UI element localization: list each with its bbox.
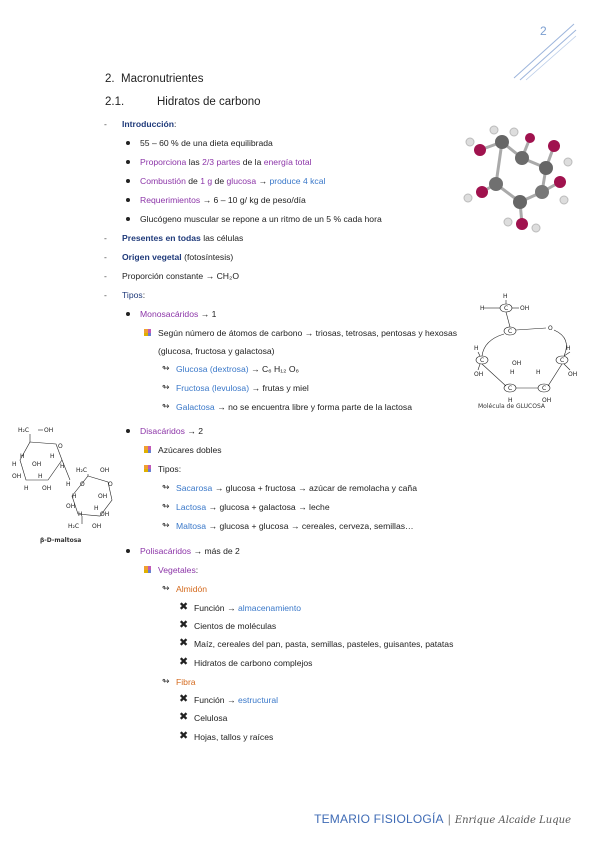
svg-text:H: H [38, 473, 43, 480]
footer: TEMARIO FISIOLOGÍA|Enrique Alcaide Luque [314, 812, 571, 826]
svg-text:OH: OH [32, 461, 41, 468]
list-item: ✖Celulosa [179, 711, 228, 723]
maltose-caption: β-D-maltosa [40, 537, 81, 544]
svg-text:H₂C: H₂C [76, 467, 87, 474]
list-item: 55 – 60 % de una dieta equilibrada [126, 137, 273, 149]
svg-text:C: C [508, 328, 512, 335]
svg-text:H: H [474, 345, 479, 352]
svg-text:H: H [536, 369, 541, 376]
svg-text:OH: OH [12, 473, 21, 480]
svg-text:OH: OH [98, 493, 107, 500]
svg-text:C: C [504, 305, 508, 312]
list-item: Azúcares dobles [144, 444, 222, 456]
svg-text:C: C [480, 357, 484, 364]
corner-decoration [513, 23, 577, 81]
svg-text:H: H [94, 505, 99, 512]
svg-text:C: C [542, 385, 546, 392]
list-item: Tipos: [144, 463, 181, 475]
list-item-polisacaridos: Polisacáridos → más de 2 [126, 545, 240, 557]
footer-author: Enrique Alcaide Luque [454, 815, 571, 826]
glucose-3d-model [463, 125, 573, 233]
list-item: ✖Maíz, cereales del pan, pasta, semillas… [179, 637, 454, 649]
svg-text:H: H [480, 305, 485, 312]
list-item-monosacaridos: Monosacáridos → 1 [126, 308, 216, 320]
dash-item: -Presentes en todas las células [104, 233, 244, 243]
list-item: Vegetales: [144, 564, 198, 576]
svg-text:OH: OH [100, 467, 109, 474]
list-item: ✖Función → almacenamiento [179, 601, 302, 613]
svg-text:OH: OH [568, 371, 577, 378]
svg-text:OH: OH [520, 305, 529, 312]
svg-text:H: H [508, 397, 513, 404]
list-item: Según número de átomos de carbono → trio… [144, 327, 457, 339]
svg-text:H: H [50, 453, 55, 460]
dash-item: -Tipos: [104, 290, 146, 300]
page-number: 2 [540, 24, 547, 38]
svg-text:H: H [24, 485, 29, 492]
list-item: ↬Almidón [162, 583, 208, 594]
glucose-caption: Molécula de GLUCOSA [478, 403, 546, 410]
svg-text:OH: OH [512, 360, 521, 367]
svg-text:OH: OH [66, 503, 75, 510]
list-item: ↬Galactosa → no se encuentra libre y for… [162, 401, 412, 412]
list-item: ↬Glucosa (dextrosa) → C₆ H₁₂ O₆ [162, 363, 300, 374]
svg-text:OH: OH [44, 427, 53, 434]
svg-text:OH: OH [474, 371, 483, 378]
svg-text:H: H [66, 481, 71, 488]
list-item: ✖Cientos de moléculas [179, 619, 277, 631]
list-item: ✖Hojas, tallos y raíces [179, 730, 274, 742]
list-item: ↬Fibra [162, 676, 196, 687]
svg-text:O: O [108, 481, 113, 488]
footer-title: TEMARIO FISIOLOGÍA [314, 812, 444, 826]
svg-text:OH: OH [92, 523, 101, 530]
svg-text:H: H [60, 463, 65, 470]
svg-text:OH: OH [542, 397, 551, 404]
list-item-continuation: (glucosa, fructosa y galactosa) [158, 346, 275, 356]
list-item: Requerimientos → 6 – 10 g/ kg de peso/dí… [126, 194, 306, 206]
list-item-disacaridos: Disacáridos → 2 [126, 425, 203, 437]
svg-text:OH: OH [42, 485, 51, 492]
svg-text:H: H [503, 293, 508, 300]
svg-text:H: H [566, 345, 571, 352]
svg-text:H: H [72, 493, 77, 500]
list-item: ↬Lactosa → glucosa + galactosa → leche [162, 501, 330, 512]
svg-text:O: O [80, 481, 85, 488]
list-item: Proporciona las 2/3 partes de la energía… [126, 156, 312, 168]
svg-text:H: H [510, 369, 515, 376]
list-item: Combustión de 1 g de glucosa → produce 4… [126, 175, 325, 187]
list-item: ↬Sacarosa → glucosa + fructosa → azúcar … [162, 482, 417, 493]
dash-item: -Proporción constante → CH₂O [104, 271, 240, 281]
heading-hidratos: 2.1.Hidratos de carbono [105, 96, 261, 108]
svg-text:C: C [508, 385, 512, 392]
heading-macronutrientes: 2. Macronutrientes [105, 73, 204, 85]
svg-text:OH: OH [100, 511, 109, 518]
dash-item: -Origen vegetal (fotosíntesis) [104, 252, 234, 262]
list-item: Glucógeno muscular se repone a un ritmo … [126, 213, 382, 225]
svg-text:O: O [58, 443, 63, 450]
svg-text:H₂C: H₂C [18, 427, 29, 434]
intro-heading: -Introducción: [104, 119, 177, 129]
svg-text:H₂C: H₂C [68, 523, 79, 530]
svg-text:C: C [560, 357, 564, 364]
svg-text:O: O [548, 325, 553, 332]
list-item: ↬Maltosa → glucosa + glucosa → cereales,… [162, 520, 414, 531]
svg-text:H: H [12, 461, 17, 468]
list-item: ✖Función → estructural [179, 693, 279, 705]
footer-separator: | [447, 812, 451, 826]
list-item: ✖Hidratos de carbono complejos [179, 656, 313, 668]
list-item: ↬Fructosa (levulosa) → frutas y miel [162, 382, 309, 393]
